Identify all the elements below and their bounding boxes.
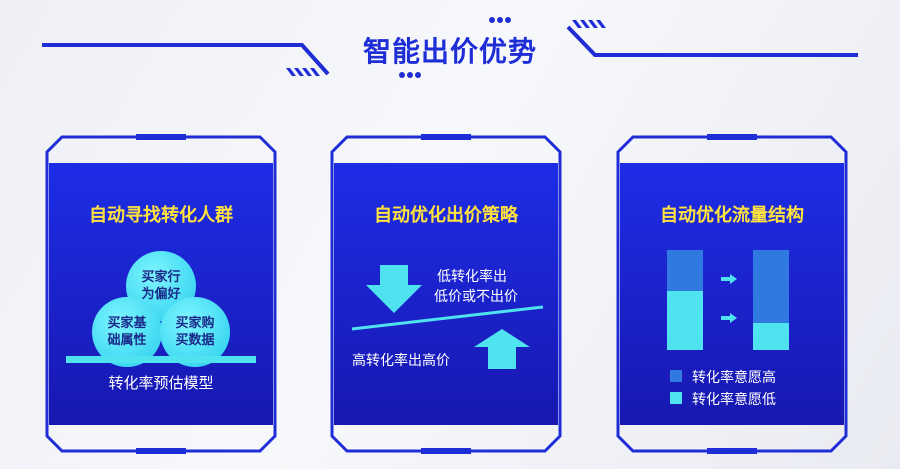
card-title: 自动优化流量结构 xyxy=(660,205,804,226)
model-caption: 转化率预估模型 xyxy=(108,374,214,392)
card-auto-optimize-traffic: 自动优化流量结构 转化率意愿高 转化率意愿低 xyxy=(620,163,844,425)
header-decoration xyxy=(42,17,858,78)
down-arrow-icon xyxy=(366,265,422,313)
bubble-line: 础属性 xyxy=(107,333,147,348)
bubble-line: 买家基 xyxy=(107,316,147,331)
legend-swatch-high xyxy=(670,370,682,382)
arrow-right-icon xyxy=(721,313,737,323)
up-arrow-icon xyxy=(474,329,530,369)
card-title: 自动优化出价策略 xyxy=(374,205,518,226)
card-auto-optimize-bidding: 自动优化出价策略 低转化率出 低价或不出价 高转化率出高价 xyxy=(334,163,558,425)
legend-swatch-low xyxy=(670,392,682,404)
card-frame-3 xyxy=(616,134,848,454)
bar-segment-low xyxy=(667,291,703,350)
bar-segment-high xyxy=(753,250,789,323)
bubble-line: 买数据 xyxy=(175,333,215,348)
legend-label-low: 转化率意愿低 xyxy=(692,392,776,408)
bar-segment-high xyxy=(667,250,703,291)
traffic-bar-after xyxy=(753,250,789,350)
bar-segment-low xyxy=(753,323,789,350)
stripe-marks-right xyxy=(572,20,606,28)
down-label-line1: 低转化率出 xyxy=(437,269,507,285)
card-auto-find-audience: 自动寻找转化人群 买家行 为偏好 买家基 础属性 买家购 买数据 转化率预估模型 xyxy=(49,163,273,425)
card-frame-1 xyxy=(45,134,277,454)
up-label: 高转化率出高价 xyxy=(352,353,450,369)
bubble-line: 买家行 xyxy=(141,270,181,285)
arrow-right-icon xyxy=(721,274,737,284)
page-title: 智能出价优势 xyxy=(362,35,537,68)
down-label-line2: 低价或不出价 xyxy=(434,289,518,305)
bubble-line: 买家购 xyxy=(175,316,215,331)
traffic-bar-before xyxy=(667,250,703,350)
bubble-basic-attributes: 买家基 础属性 xyxy=(92,297,162,367)
stripe-marks-left xyxy=(286,68,320,76)
bubble-purchase-data: 买家购 买数据 xyxy=(160,297,230,367)
bubble-line: 为偏好 xyxy=(141,287,181,302)
divider-slope xyxy=(351,305,544,331)
card-title: 自动寻找转化人群 xyxy=(89,205,233,226)
legend-label-high: 转化率意愿高 xyxy=(692,370,776,386)
model-base-bar xyxy=(66,356,256,363)
card-frame-2 xyxy=(330,134,562,454)
